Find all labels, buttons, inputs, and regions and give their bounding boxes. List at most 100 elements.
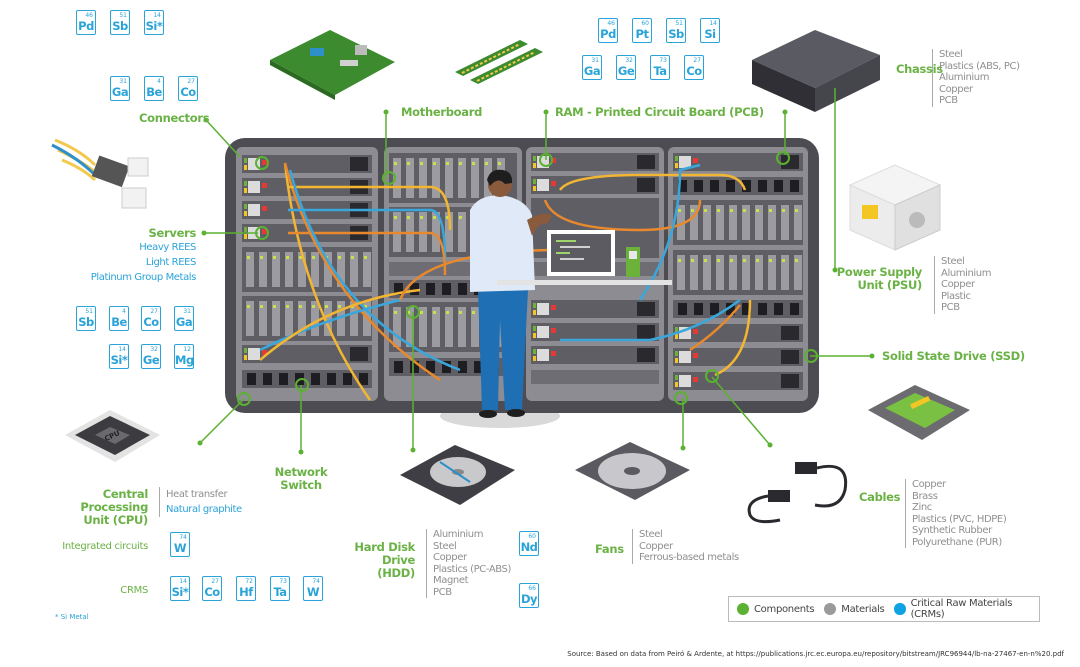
network-cable [689, 304, 741, 352]
element-symbol: Ge [617, 64, 635, 78]
atomic-number: 46 [607, 20, 615, 27]
atomic-number: 4 [157, 78, 161, 85]
motherboard-image [270, 30, 395, 100]
network-cable [283, 162, 372, 401]
network-switch-label: Network Switch [268, 466, 334, 492]
atomic-number: 31 [119, 78, 127, 85]
crm-group-item: Heavy REES [139, 242, 196, 253]
element-symbol: Be [111, 315, 127, 329]
network-switch-label-line1: Network [274, 465, 328, 479]
cpu-label-line2: Unit (CPU) [83, 513, 148, 527]
network-cable [283, 162, 441, 382]
crm-group-item: Platinum Group Metals [90, 272, 197, 283]
network-cable [288, 169, 461, 372]
servers-label: Servers [148, 226, 197, 240]
atomic-number: 32 [150, 346, 158, 353]
hdd-label-line2: Drive (HDD) [377, 553, 415, 580]
network-switch-label-line2: Switch [280, 478, 322, 492]
cpu-label: Central Processing Unit (CPU) [36, 488, 148, 527]
legend: Components Materials Critical Raw Material… [728, 596, 1040, 622]
port-panel [673, 177, 803, 195]
material-item: Aluminium [941, 267, 992, 279]
material-item: Plastics (PVC, HDPE) [912, 513, 1007, 525]
legend-item: Critical Raw Materials (CRMs) [894, 598, 1039, 620]
hdd-label: Hard Disk Drive (HDD) [345, 541, 415, 580]
material-item: Steel [939, 49, 963, 60]
material-item: Plastics (ABS, PC) [939, 60, 1020, 72]
atomic-number: 27 [211, 578, 219, 585]
atomic-number: 73 [279, 578, 287, 585]
cables-label: Cables [859, 490, 901, 504]
technician-figure [470, 169, 552, 418]
network-cable [558, 173, 747, 191]
material-item: PCB [939, 95, 958, 106]
atomic-number: 31 [183, 308, 191, 315]
element-symbol: Hf [239, 585, 253, 599]
footnote: * Si Metal [55, 613, 89, 621]
atomic-number: 74 [312, 578, 320, 585]
source-citation: Source: Based on data from Peiró & Arden… [567, 650, 1064, 658]
atomic-number: 60 [641, 20, 649, 27]
material-item: Steel [941, 256, 965, 267]
fan-image [575, 442, 690, 500]
material-item: Steel [639, 529, 663, 540]
material-item: Plastics (PC-ABS) [433, 563, 512, 575]
network-cable [543, 199, 702, 232]
legend-item: Components [737, 603, 815, 615]
material-item: Synthetic Rubber [912, 525, 992, 536]
chassis-image [752, 30, 880, 112]
material-item: PCB [433, 586, 452, 598]
material-item: Steel [433, 540, 457, 552]
network-cable [288, 208, 447, 261]
element-symbol: Ta [653, 64, 667, 78]
material-item: Polyurethane (PUR) [912, 536, 1002, 548]
console-shelf [497, 280, 672, 285]
atomic-number: 12 [183, 346, 191, 353]
cpu-crm-material: Natural graphite [166, 504, 242, 515]
port-panel [242, 370, 372, 388]
cables-image [747, 462, 848, 524]
atomic-number: 14 [179, 578, 187, 585]
hdd-label-line1: Hard Disk [354, 540, 415, 554]
fans-label: Fans [595, 542, 624, 556]
atomic-number: 51 [85, 308, 93, 315]
legend-swatch-icon [824, 603, 837, 615]
legend-item: Materials [824, 603, 885, 615]
atomic-number: 31 [591, 57, 599, 64]
element-symbol: Co [686, 64, 702, 78]
element-symbol: Nd [520, 540, 538, 554]
atomic-number: 27 [693, 57, 701, 64]
element-symbol: W [306, 585, 320, 599]
material-item: Copper [939, 83, 973, 95]
element-symbol: Ge [142, 353, 160, 367]
legend-swatch-icon [894, 603, 906, 615]
legend-swatch-icon [737, 603, 749, 615]
crms-label: CRMS [120, 585, 148, 596]
element-symbol: Ga [111, 85, 129, 99]
legend-label: Materials [841, 603, 885, 615]
material-item: Brass [912, 490, 938, 502]
ssd-label: Solid State Drive (SSD) [882, 349, 1025, 363]
motherboard-label: Motherboard [401, 105, 482, 119]
material-item: Copper [433, 552, 467, 563]
